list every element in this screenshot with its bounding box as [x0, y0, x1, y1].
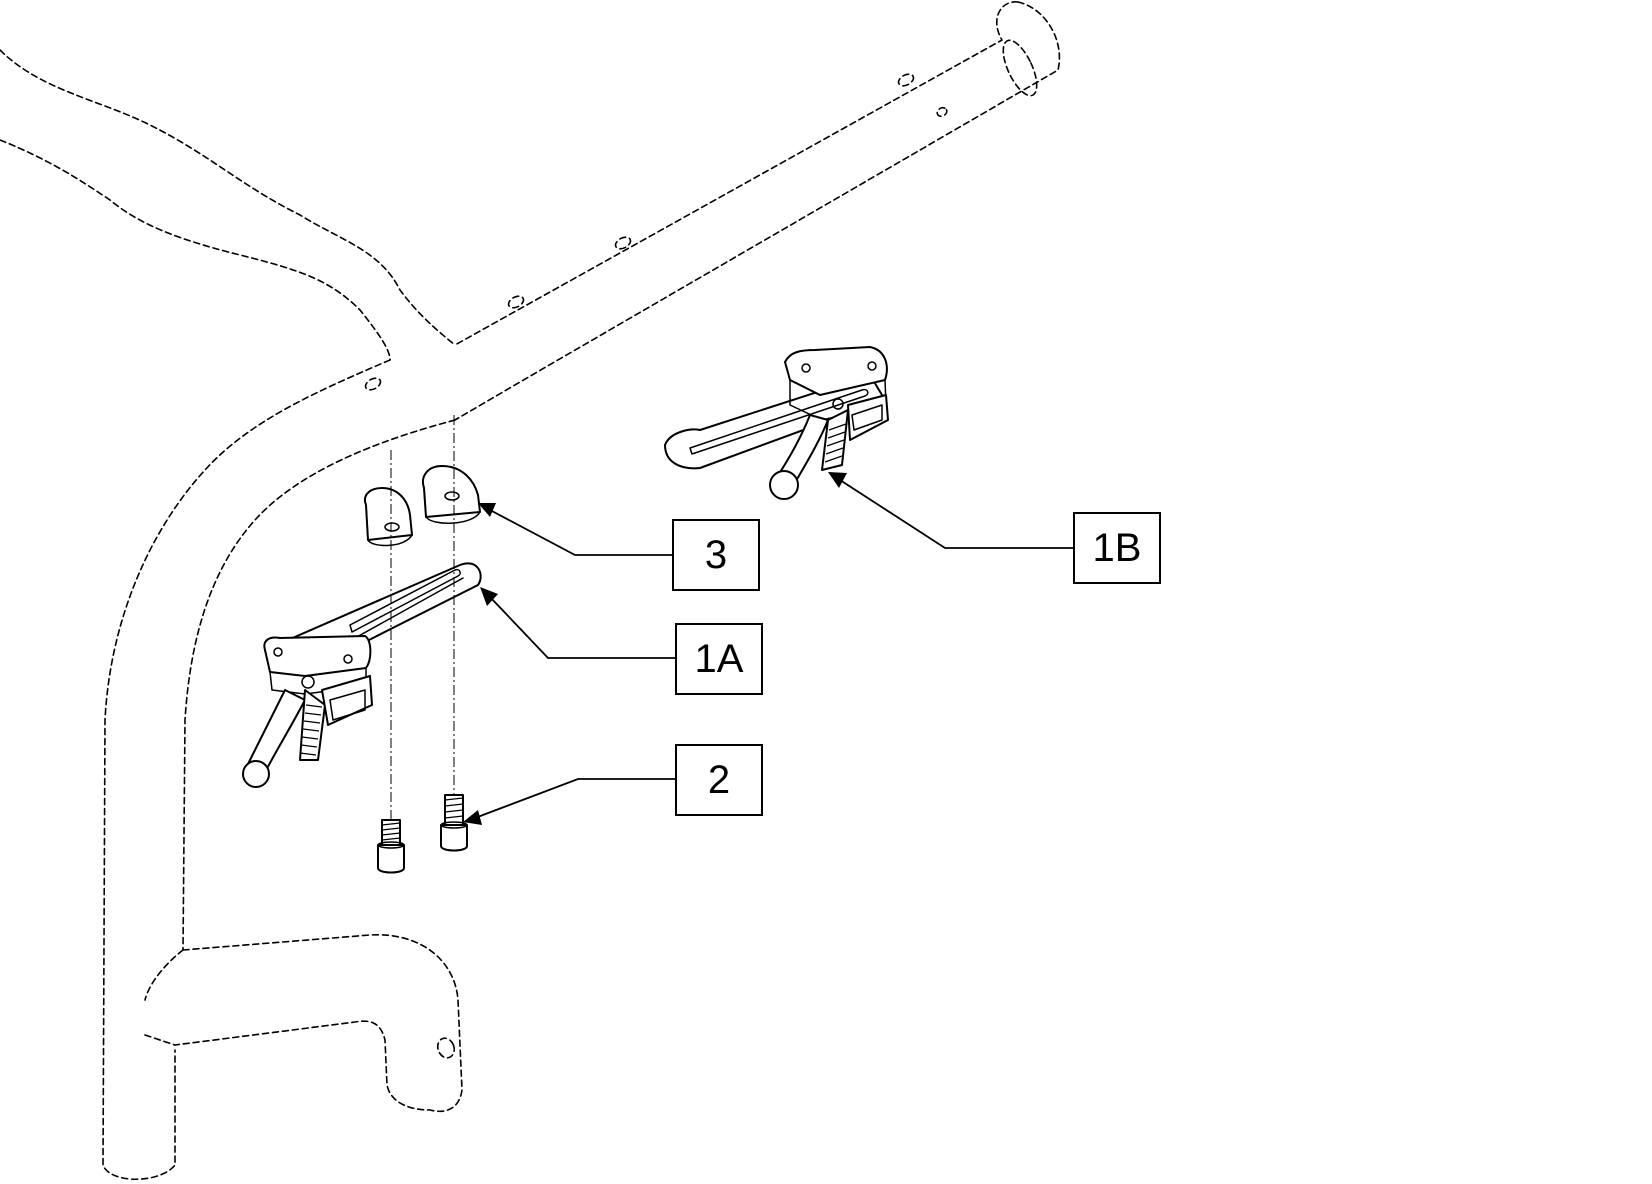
callout-1b: 1B	[1073, 512, 1161, 584]
screw-left	[377, 819, 405, 874]
callout-1a: 1A	[675, 623, 763, 695]
leader-1a	[480, 587, 676, 659]
callout-2-label: 2	[708, 758, 730, 802]
leader-3	[478, 503, 673, 556]
leader-1b	[828, 472, 1074, 549]
callout-1b-label: 1B	[1093, 526, 1142, 570]
spacer-block-left	[364, 487, 413, 547]
spacer-block-right	[422, 465, 481, 524]
assembly-centerlines	[390, 415, 455, 820]
screw-right	[440, 794, 468, 852]
callout-2: 2	[675, 744, 763, 816]
leader-2	[463, 778, 676, 825]
callout-3: 3	[672, 519, 760, 591]
lever-bracket-1b	[664, 346, 889, 500]
lever-bracket-1a	[242, 562, 482, 788]
frame-outline	[0, 1, 1061, 1181]
callout-3-label: 3	[705, 533, 727, 577]
callout-1a-label: 1A	[695, 637, 744, 681]
